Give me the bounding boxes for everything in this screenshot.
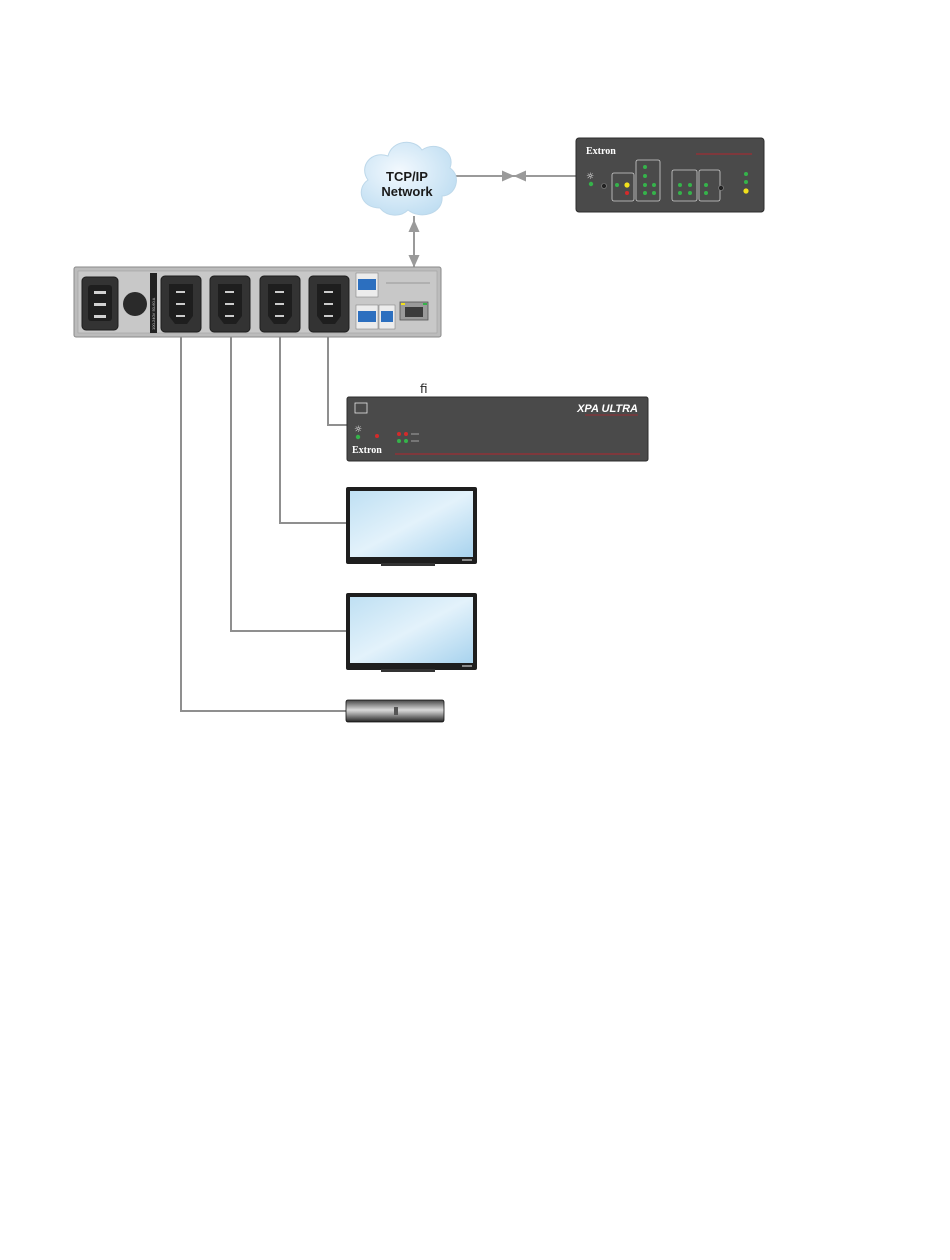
led-green [404,439,408,443]
led-green [688,191,692,195]
led-green [704,191,708,195]
led-green [678,191,682,195]
lan-led [401,303,405,305]
led-green [744,180,748,184]
outlet-2 [210,276,250,332]
power-cables [181,318,350,711]
inlet-pin [94,315,106,318]
arrow-down-icon [410,256,418,265]
amplifier-model: XPA ULTRA [576,403,638,415]
cloud-label-line2: Network [381,184,433,199]
led-green [643,174,647,178]
display-stand [381,563,435,566]
display-badge [462,665,472,667]
outlet-4 [309,276,349,332]
lan-led [423,303,427,305]
sun-icon: ☼ [354,425,362,435]
rack-bar-device [346,700,444,722]
pdu-vertical-label: 100-240V 50-60 A [151,297,156,330]
led-red [625,191,629,195]
arrow-up-icon [410,222,418,231]
inlet-pin [94,303,106,306]
sun-icon: ☼ [586,172,594,182]
power-led [589,182,593,186]
display-badge [462,559,472,561]
arrow-right-icon [503,172,512,180]
outlet-1 [161,276,201,332]
bar-device-center-mark [394,707,398,715]
led-green [397,439,401,443]
led-green [744,172,748,176]
led-green [643,165,647,169]
led-green [652,191,656,195]
led-green [643,191,647,195]
display-screen [350,491,473,557]
led-red [375,434,379,438]
tcpip-cloud: TCP/IP Network [361,142,456,215]
flat-panel-display-1 [346,487,477,566]
flat-panel-display-2 [346,593,477,672]
led-green [643,183,647,187]
led-green [615,183,619,187]
controller-brand: Extron [586,146,616,157]
cloud-label-line1: TCP/IP [386,169,428,184]
xpa-ultra-amplifier: fi XPA ULTRA ☼ Extron [347,382,648,461]
outlet-3 [260,276,300,332]
led-green [704,183,708,187]
display-screen [350,597,473,663]
led-green [652,183,656,187]
circuit-breaker[interactable] [123,292,147,316]
power-led [356,435,360,439]
cable-to-bar-device [181,318,346,711]
led-green [688,183,692,187]
led-green [678,183,682,187]
led-red [404,432,408,436]
display-stand [381,669,435,672]
led-red [397,432,401,436]
reset-button[interactable] [719,186,724,191]
amplifier-brand: Extron [352,445,382,456]
cable-to-display-1 [280,318,346,523]
led-yellow [743,188,748,193]
led-yellow [624,182,629,187]
power-distribution-unit: 100-240V 50-60 A [74,267,441,337]
control-processor: Extron ☼ [576,138,764,212]
arrow-left-icon [516,172,525,180]
lan-port-socket [405,307,423,317]
reset-button[interactable] [602,184,607,189]
inlet-pin [94,291,106,294]
amplifier-note: fi [420,382,428,396]
